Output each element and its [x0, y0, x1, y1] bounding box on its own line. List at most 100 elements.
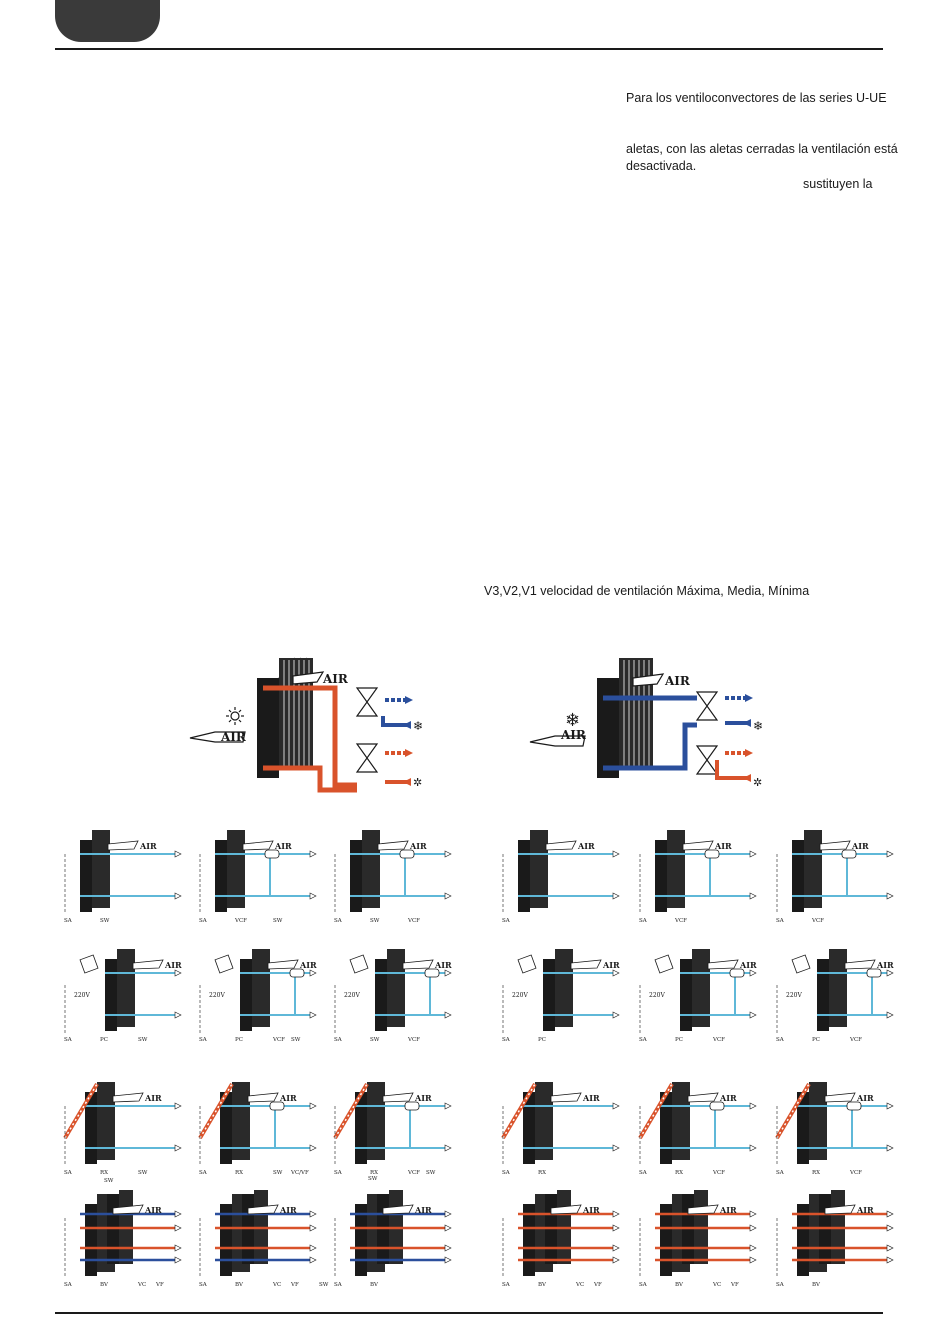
valve-box	[866, 968, 882, 978]
valve-top	[355, 687, 413, 729]
pipe-arrow	[309, 1011, 317, 1019]
air-label: AIR	[409, 841, 427, 851]
valve-box	[424, 968, 440, 978]
header-rule	[55, 48, 883, 50]
valve-box	[704, 849, 720, 859]
air-arrow-in	[189, 731, 246, 743]
terminal-label: SW	[370, 1037, 380, 1043]
terminal-label: SA	[776, 1170, 785, 1176]
pipe-arrow	[886, 1210, 894, 1218]
text-line-3: desactivada.	[626, 159, 697, 173]
coil-front	[220, 1092, 232, 1164]
air-label: AIR	[851, 841, 869, 851]
air-label: AIR	[856, 1205, 874, 1215]
pipe-arrow	[886, 1224, 894, 1232]
terminal-label: VCF	[712, 1037, 725, 1043]
coil-front	[680, 959, 692, 1031]
valve-box	[709, 1101, 725, 1111]
pipe-arrow	[886, 1256, 894, 1264]
text-line-1: Para los ventiloconvectores de las serie…	[626, 91, 887, 105]
pipe-arrow	[444, 1144, 452, 1152]
air-arrow	[844, 959, 876, 970]
control-panel	[654, 954, 674, 974]
air-arrow	[382, 1204, 414, 1215]
terminal-label: SW	[138, 1170, 148, 1176]
terminal-label: VF	[730, 1282, 739, 1288]
air-label-bottom: AIR	[560, 728, 587, 742]
coil-fins	[227, 830, 245, 908]
pipe-arrow	[612, 1011, 620, 1019]
terminal-label: SA	[502, 1282, 511, 1288]
pipe-arrow	[886, 969, 894, 977]
terminal-label: VC/VF	[290, 1170, 309, 1176]
air-arrow	[550, 1092, 582, 1103]
terminal-label: RX	[235, 1170, 243, 1176]
pipe-arrow	[444, 1224, 452, 1232]
pipe-arrow	[174, 969, 182, 977]
pipe-arrow	[309, 969, 317, 977]
valve-box	[729, 968, 745, 978]
pipe-arrow	[886, 1102, 894, 1110]
pipe-arrow	[886, 1244, 894, 1252]
pipe-arrow	[749, 892, 757, 900]
coil-front	[792, 840, 804, 912]
control-panel	[79, 954, 99, 974]
terminal-label: BV	[370, 1282, 379, 1288]
air-label: AIR	[279, 1093, 297, 1103]
air-arrow	[132, 959, 164, 970]
valve-bottom	[355, 743, 413, 786]
air-arrow	[687, 1204, 719, 1215]
air-label: AIR	[164, 960, 182, 970]
pipe-arrow	[309, 1224, 317, 1232]
coil-front	[220, 1204, 232, 1276]
coil-fins	[692, 949, 710, 1027]
terminal-label: PC	[675, 1037, 683, 1043]
terminal-label: VC	[272, 1282, 281, 1288]
terminal-label: VF	[593, 1282, 602, 1288]
coil-fins	[672, 1082, 690, 1160]
air-label: AIR	[299, 960, 317, 970]
coil-fins	[367, 1082, 385, 1160]
air-arrow	[545, 840, 577, 851]
air-arrow	[824, 1092, 856, 1103]
air-arrow	[247, 1204, 279, 1215]
coil-front	[797, 1092, 809, 1164]
pipe-arrow	[309, 850, 317, 858]
terminal-label: SA	[639, 1282, 648, 1288]
terminal-label: VCF	[407, 1037, 420, 1043]
air-label: AIR	[582, 1205, 600, 1215]
coil-fins	[232, 1082, 250, 1160]
terminal-label: SW	[319, 1282, 329, 1288]
pipe-arrow	[749, 1224, 757, 1232]
terminal-label: SA	[334, 918, 343, 924]
air-label: AIR	[279, 1205, 297, 1215]
terminal-label: SA	[199, 1282, 208, 1288]
terminal-label: PC	[235, 1037, 243, 1043]
valve-bottom	[695, 745, 753, 782]
air-arrow	[112, 1204, 144, 1215]
cold-pipe-bottom	[603, 722, 697, 771]
small-sun-icon: ✲	[413, 776, 422, 789]
valve-box	[846, 1101, 862, 1111]
air-label: AIR	[414, 1205, 432, 1215]
terminal-label: BV	[812, 1282, 821, 1288]
pipe-arrow	[309, 1244, 317, 1252]
terminal-label: BV	[538, 1282, 547, 1288]
terminal-label: SA	[334, 1037, 343, 1043]
coil-front	[85, 1204, 97, 1276]
pipe-arrow	[612, 1244, 620, 1252]
air-label: AIR	[714, 841, 732, 851]
pipe-arrow	[174, 1102, 182, 1110]
coil-front	[350, 840, 362, 912]
terminal-label: VC	[712, 1282, 721, 1288]
air-arrow	[247, 1092, 279, 1103]
